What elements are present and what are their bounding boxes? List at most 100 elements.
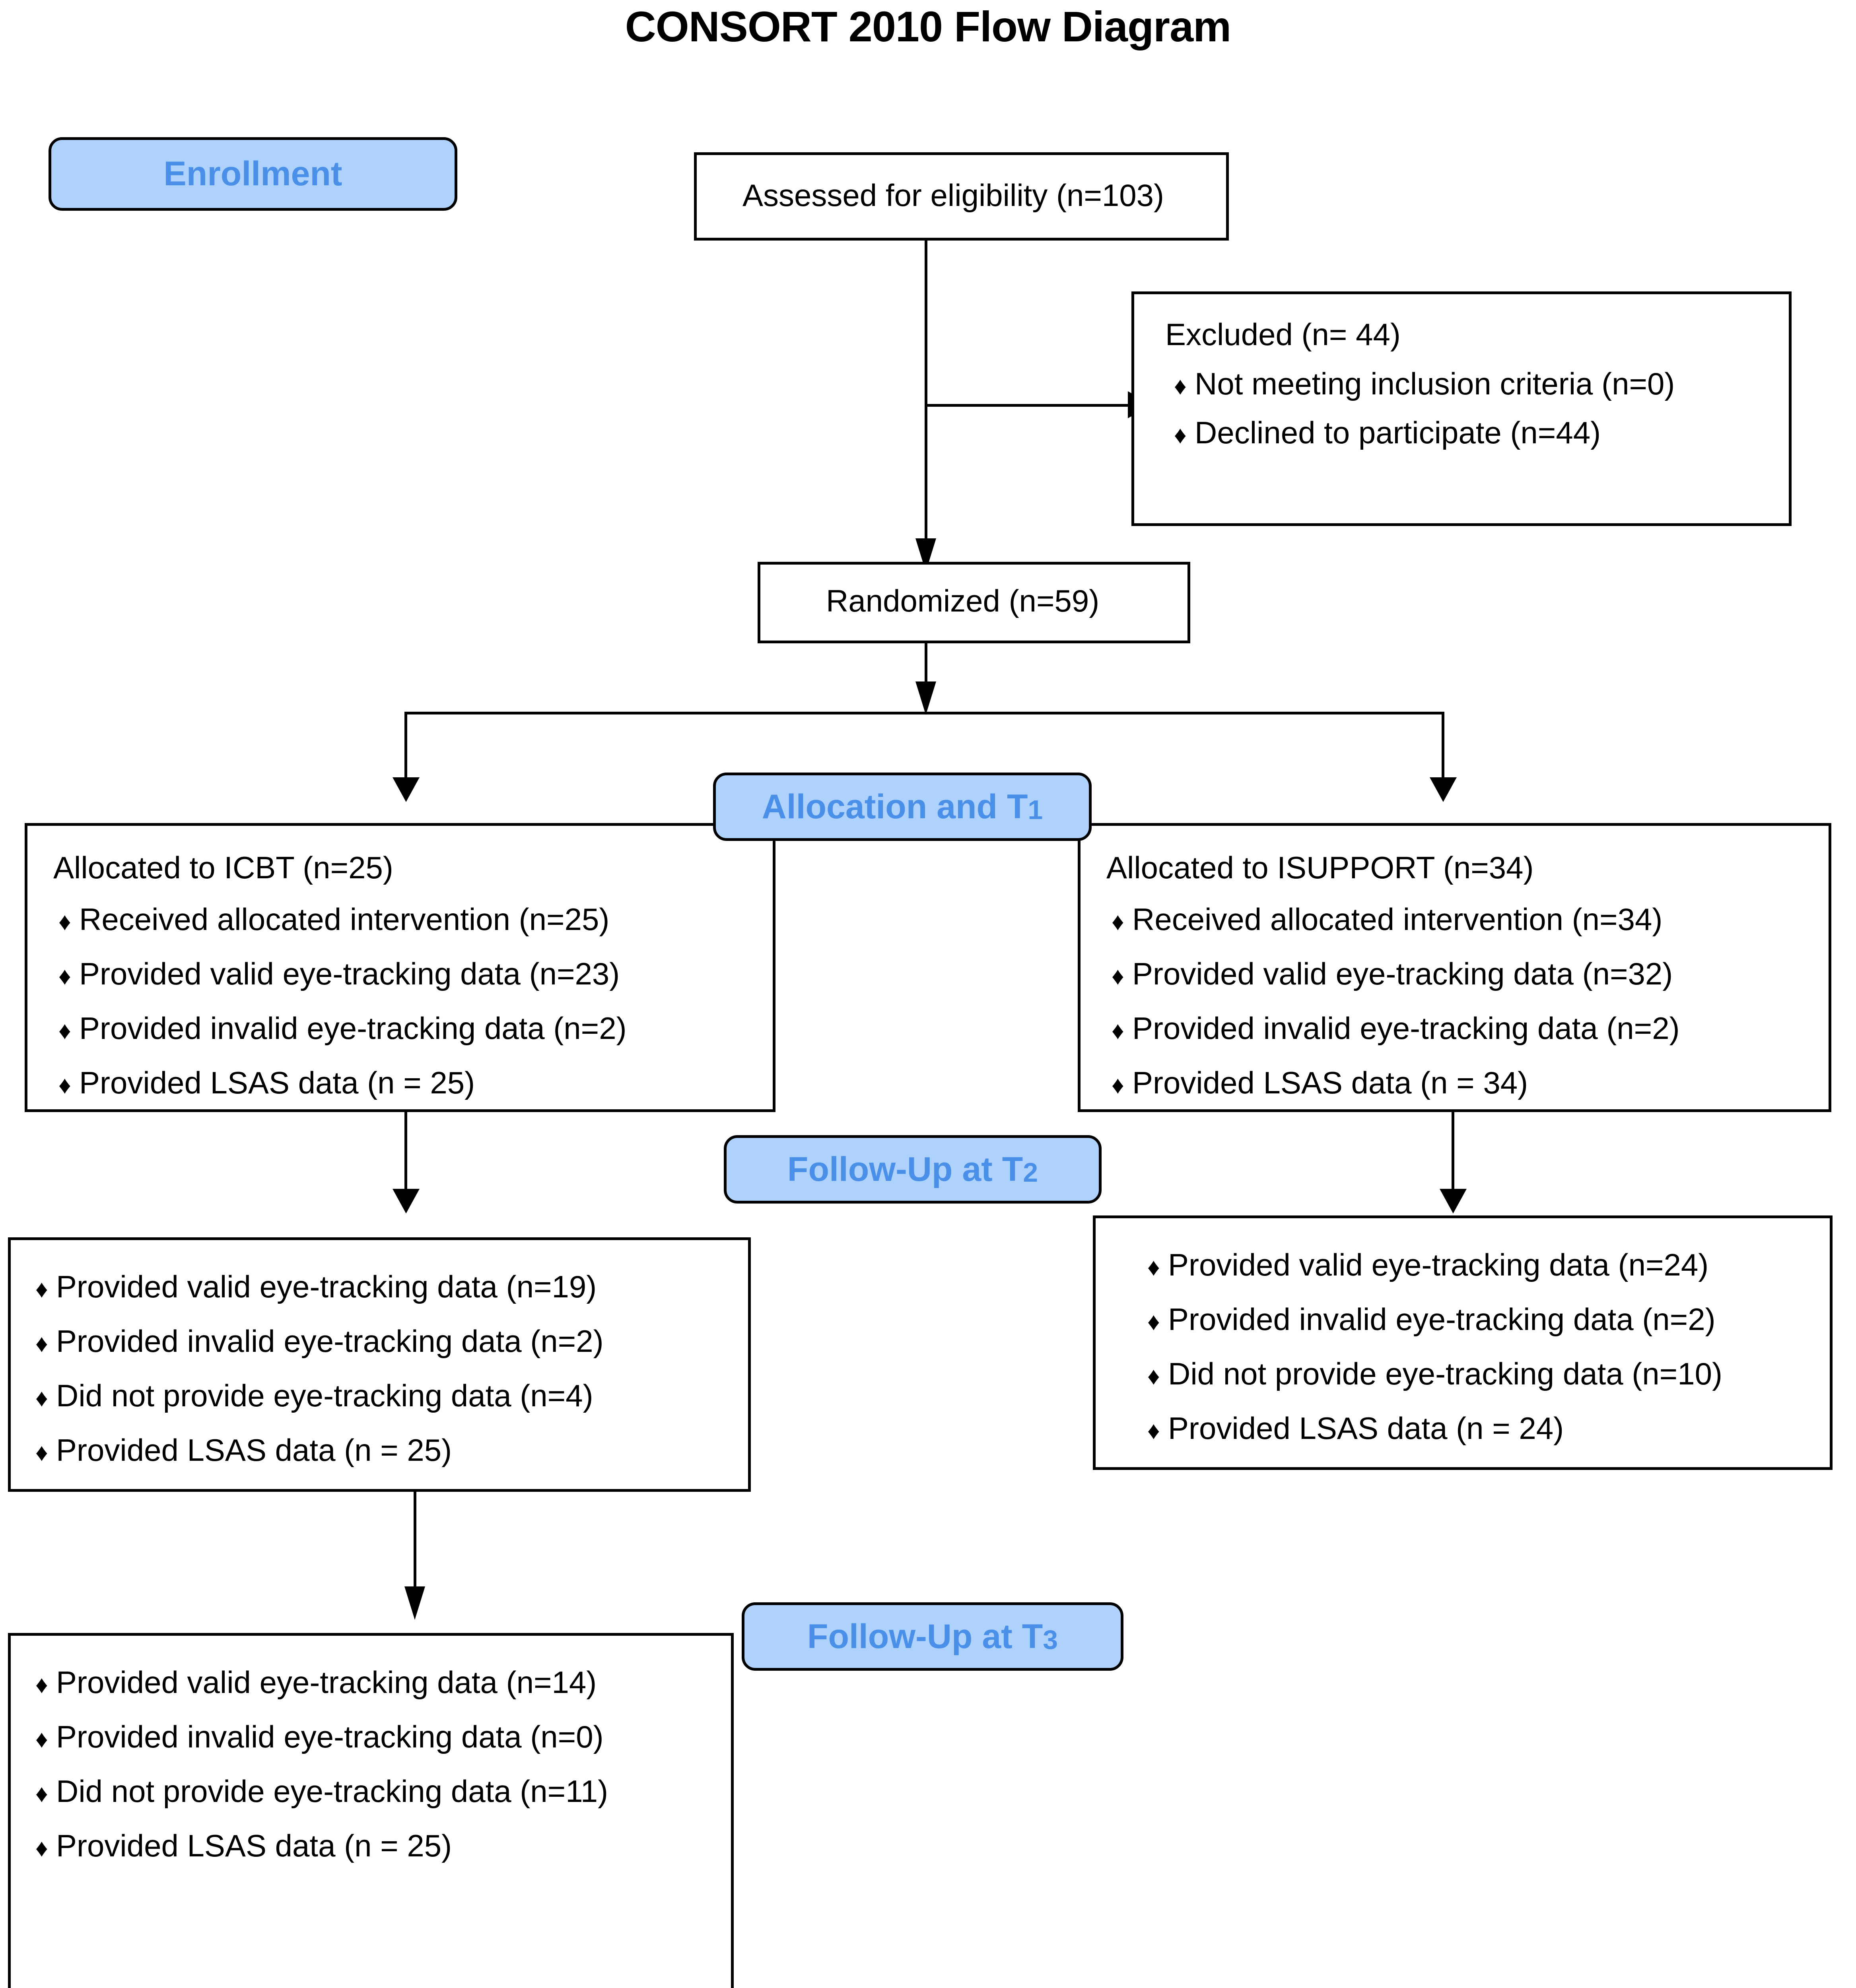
list-item: ♦Provided invalid eye-tracking data (n=2… (35, 1323, 604, 1359)
diamond-bullet-icon: ♦ (1147, 1417, 1160, 1444)
arrowhead-split-center (915, 681, 936, 715)
diamond-bullet-icon: ♦ (35, 1276, 48, 1303)
box-excluded-heading: Excluded (n= 44) (1165, 317, 1401, 352)
diamond-bullet-icon: ♦ (58, 963, 71, 990)
box-followup-t2-isupport-bullets: ♦ Provided valid eye-tracking data (n=24)… (1147, 1247, 1722, 1446)
list-item-label: Provided valid eye-tracking data (n=19) (56, 1269, 597, 1304)
list-item: ♦Provided invalid eye-tracking data (n=2… (1112, 1010, 1680, 1046)
box-allocated-isupport: Allocated to ISUPPORT (n=34) ♦Received a… (1078, 823, 1831, 1112)
list-item: ♦Provided valid eye-tracking data (n=32) (1112, 956, 1680, 992)
diamond-bullet-icon: ♦ (35, 1384, 48, 1412)
connector-split-bar (404, 712, 1444, 714)
diamond-bullet-icon: ♦ (35, 1726, 48, 1753)
connector-assessed-to-excluded (925, 404, 1131, 407)
stage-label-followup-t3-text: Follow-Up at T (807, 1617, 1043, 1656)
list-item-label: Provided valid eye-tracking data (n=24) (1168, 1247, 1709, 1282)
stage-label-enrollment: Enrollment (49, 137, 457, 211)
list-item-label: Provided LSAS data (n = 24) (1168, 1411, 1564, 1446)
list-item-label: Provided valid eye-tracking data (n=14) (56, 1665, 597, 1700)
list-item-label: Did not provide eye-tracking data (n=10) (1168, 1356, 1722, 1391)
list-item-label: Provided valid eye-tracking data (n=23) (79, 956, 620, 991)
arrowhead-t3-left (404, 1586, 425, 1620)
box-randomized-heading: Randomized (n=59) (826, 583, 1100, 618)
list-item: ♦ Provided LSAS data (n = 34) (1112, 1065, 1680, 1101)
list-item: ♦Provided valid eye-tracking data (n=14) (35, 1664, 608, 1701)
list-item-label: Provided LSAS data (n = 25) (56, 1433, 452, 1468)
list-item-label: Not meeting inclusion criteria (n=0) (1195, 366, 1675, 401)
list-item-label: Provided invalid eye-tracking data (n=0) (56, 1719, 604, 1754)
stage-label-allocation-subscript: 1 (1028, 795, 1043, 825)
box-allocated-icbt-heading: Allocated to ICBT (n=25) (53, 850, 393, 885)
diamond-bullet-icon: ♦ (1147, 1363, 1160, 1390)
connector-split-right (1442, 712, 1444, 783)
diamond-bullet-icon: ♦ (1147, 1308, 1160, 1336)
list-item-label: Declined to participate (n=44) (1195, 415, 1601, 450)
box-allocated-isupport-bullets: ♦Received allocated intervention (n=34) … (1112, 901, 1680, 1101)
list-item: ♦ Provided valid eye-tracking data (n=23) (58, 956, 627, 992)
diamond-bullet-icon: ♦ (1174, 373, 1187, 400)
list-item-label: Provided LSAS data (n = 34) (1132, 1065, 1528, 1100)
arrowhead-to-alloc-left (393, 777, 420, 802)
box-assessed-for-eligibility: Assessed for eligibility (n=103) (694, 152, 1229, 241)
list-item: ♦ Provided valid eye-tracking data (n=19) (35, 1269, 604, 1305)
box-followup-t2-icbt: ♦ Provided valid eye-tracking data (n=19)… (8, 1237, 751, 1492)
box-followup-t2-icbt-bullets: ♦ Provided valid eye-tracking data (n=19)… (35, 1269, 604, 1468)
connector-randomized-stem (925, 643, 927, 687)
box-excluded: Excluded (n= 44) ♦ Not meeting inclusion … (1131, 291, 1792, 526)
list-item-label: Provided invalid eye-tracking data (n=2) (56, 1324, 604, 1359)
list-item-label: Provided LSAS data (n = 25) (79, 1065, 475, 1100)
diamond-bullet-icon: ♦ (1112, 1017, 1124, 1044)
list-item: ♦ Declined to participate (n=44) (1174, 415, 1675, 451)
diamond-bullet-icon: ♦ (1112, 1072, 1124, 1099)
list-item-label: Provided invalid eye-tracking data (n=2) (1168, 1302, 1716, 1337)
diamond-bullet-icon: ♦ (35, 1780, 48, 1807)
arrowhead-t2-right (1440, 1189, 1467, 1213)
box-allocated-isupport-heading: Allocated to ISUPPORT (n=34) (1106, 850, 1534, 885)
box-excluded-bullets: ♦ Not meeting inclusion criteria (n=0) ♦ D… (1174, 366, 1675, 451)
connector-alloc-left-to-t2 (404, 1112, 407, 1192)
box-allocated-icbt: Allocated to ICBT (n=25) ♦Received alloc… (25, 823, 775, 1112)
list-item-label: Received allocated intervention (n=34) (1132, 902, 1663, 937)
list-item-label: Did not provide eye-tracking data (n=11) (56, 1774, 608, 1809)
list-item: ♦ Did not provide eye-tracking data (n=4) (35, 1378, 604, 1414)
connector-alloc-right-to-t2 (1452, 1112, 1454, 1192)
list-item: ♦ Provided invalid eye-tracking data (n=2… (1147, 1301, 1722, 1338)
diamond-bullet-icon: ♦ (58, 1017, 71, 1044)
diamond-bullet-icon: ♦ (1174, 421, 1187, 449)
diamond-bullet-icon: ♦ (58, 1072, 71, 1099)
stage-label-followup-t2-subscript: 2 (1023, 1157, 1038, 1188)
list-item-label: Provided valid eye-tracking data (n=32) (1132, 956, 1673, 991)
box-assessed-heading: Assessed for eligibility (n=103) (742, 178, 1164, 213)
stage-label-enrollment-text: Enrollment (163, 155, 342, 193)
box-allocated-icbt-bullets: ♦Received allocated intervention (n=25) … (58, 901, 627, 1101)
list-item: ♦ Did not provide eye-tracking data (n=11… (35, 1773, 608, 1809)
list-item: ♦ Provided LSAS data (n = 25) (35, 1828, 608, 1864)
arrowhead-t2-left (393, 1189, 420, 1213)
diamond-bullet-icon: ♦ (35, 1439, 48, 1466)
diamond-bullet-icon: ♦ (1147, 1254, 1160, 1281)
list-item: ♦ Provided LSAS data (n = 25) (35, 1432, 604, 1468)
list-item: ♦ Provided invalid eye-tracking data (n=2… (58, 1010, 627, 1046)
list-item: ♦Received allocated intervention (n=34) (1112, 901, 1680, 938)
stage-label-allocation-text: Allocation and T (762, 787, 1028, 826)
box-followup-t3-icbt-bullets: ♦Provided valid eye-tracking data (n=14)… (35, 1664, 608, 1864)
list-item-label: Did not provide eye-tracking data (n=4) (56, 1378, 593, 1413)
page-title: CONSORT 2010 Flow Diagram (625, 2, 1231, 50)
list-item: ♦ Provided LSAS data (n = 25) (58, 1065, 627, 1101)
list-item: ♦ Provided invalid eye-tracking data (n=0… (35, 1719, 608, 1755)
connector-t2-to-t3 (414, 1492, 416, 1593)
list-item-label: Provided invalid eye-tracking data (n=2) (79, 1011, 627, 1046)
arrowhead-to-alloc-right (1430, 777, 1457, 802)
box-followup-t3-icbt: ♦Provided valid eye-tracking data (n=14)… (8, 1633, 734, 1988)
list-item-label: Received allocated intervention (n=25) (79, 902, 610, 937)
list-item: ♦Received allocated intervention (n=25) (58, 901, 627, 938)
box-randomized: Randomized (n=59) (758, 562, 1190, 643)
stage-label-followup-t2-text: Follow-Up at T (787, 1150, 1023, 1188)
diamond-bullet-icon: ♦ (35, 1835, 48, 1862)
list-item-label: Provided LSAS data (n = 25) (56, 1828, 452, 1863)
list-item: ♦ Provided valid eye-tracking data (n=24) (1147, 1247, 1722, 1283)
